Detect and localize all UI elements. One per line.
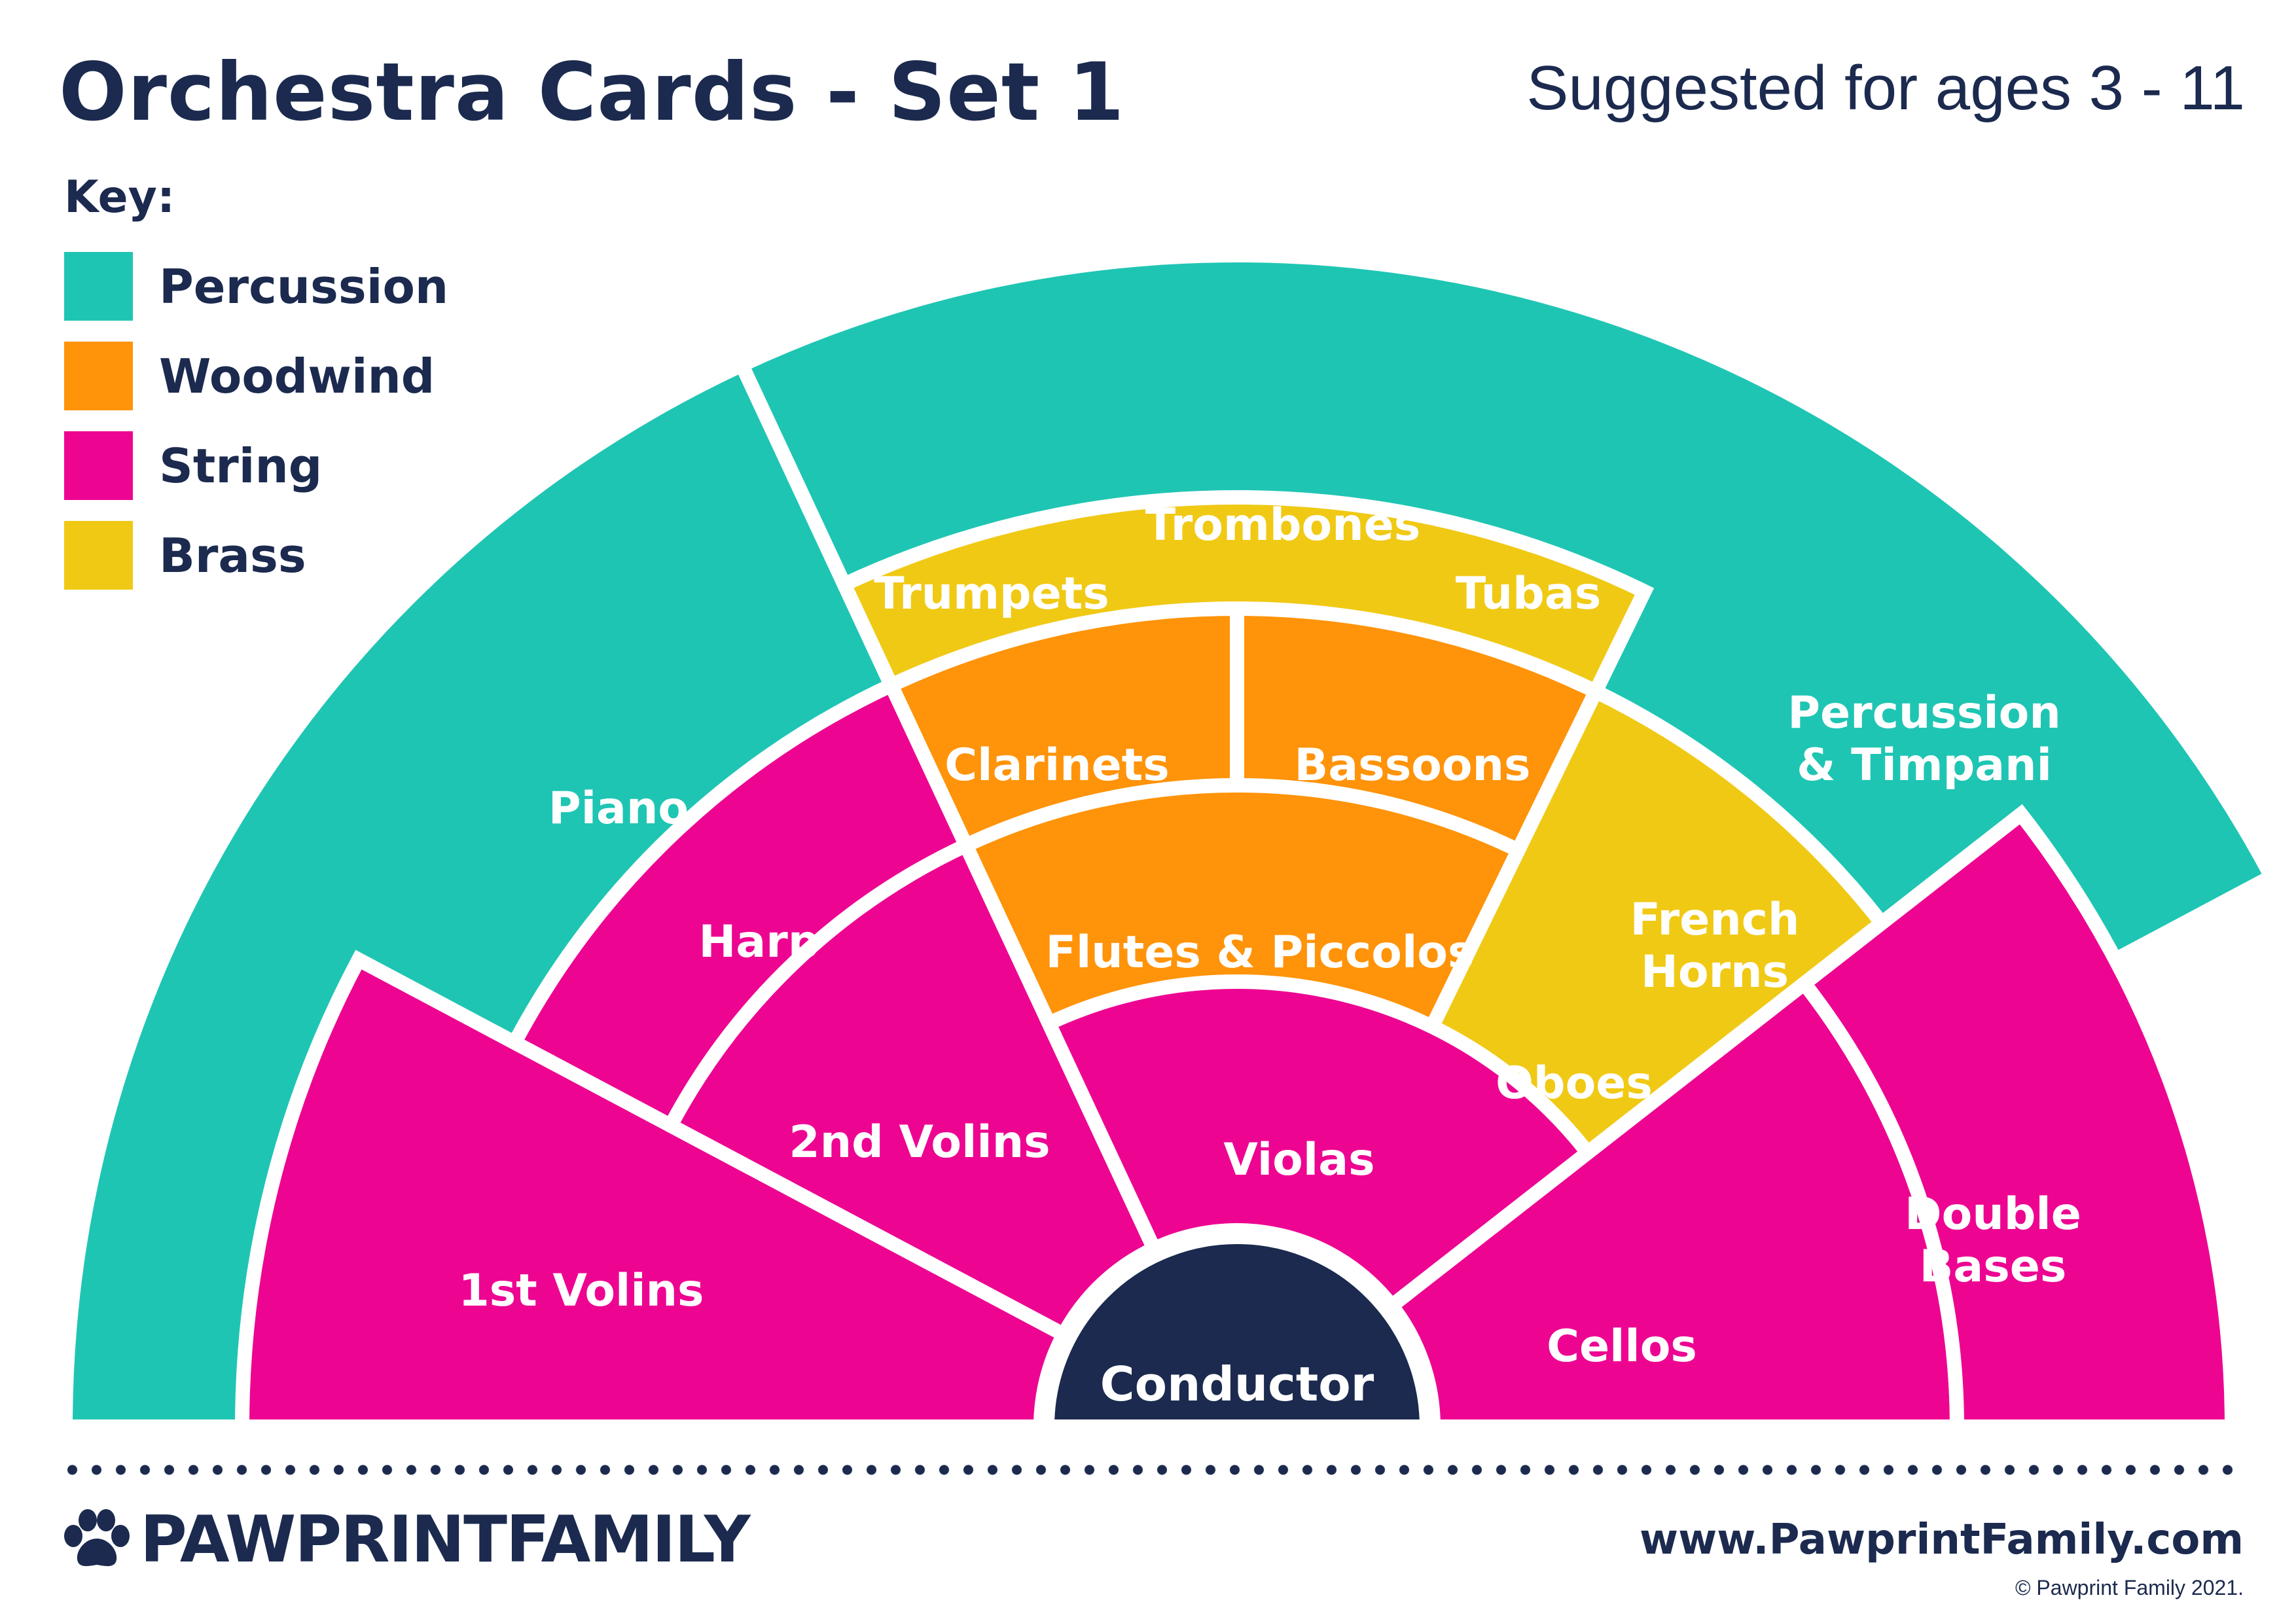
legend-item-string: String	[64, 431, 448, 500]
label-clarinets: Clarinets	[944, 740, 1169, 791]
label-oboes: Oboes	[1496, 1058, 1653, 1109]
labels: Trombones Trumpets Tubas Percussion & Ti…	[458, 499, 2081, 1412]
segment-double-basses	[1794, 804, 2240, 1434]
legend-label: Brass	[159, 527, 306, 583]
legend-label: String	[159, 438, 323, 493]
dotted-divider	[60, 1463, 2240, 1476]
legend-item-percussion: Percussion	[64, 252, 448, 321]
page-title: Orchestra Cards - Set 1	[59, 46, 1125, 139]
label-cellos: Cellos	[1547, 1321, 1697, 1372]
segments	[58, 248, 2282, 1434]
label-percussion-timpani-line1: Percussion	[1787, 687, 2061, 739]
legend-swatch-percussion	[64, 252, 133, 321]
label-trumpets: Trumpets	[874, 568, 1109, 620]
label-harp: Harp	[698, 916, 819, 968]
label-french-horns-line1: French	[1630, 894, 1800, 946]
label-piano: Piano	[548, 783, 689, 834]
label-trombones: Trombones	[1145, 499, 1420, 551]
legend-swatch-brass	[64, 521, 133, 590]
copyright-notice: © Pawprint Family 2021.	[2015, 1576, 2244, 1599]
legend-item-brass: Brass	[64, 521, 448, 590]
label-flutes-piccolos: Flutes & Piccolos	[1046, 927, 1475, 978]
label-violas: Violas	[1223, 1134, 1374, 1186]
label-french-horns-line2: Horns	[1641, 946, 1789, 998]
label-conductor: Conductor	[1100, 1357, 1374, 1412]
label-percussion-timpani-line2: & Timpani	[1797, 740, 2052, 791]
key-title: Key:	[64, 171, 175, 223]
website-url[interactable]: www.PawprintFamily.com	[1639, 1516, 2244, 1564]
brand-logo: PAWPRINTFAMILY	[60, 1503, 751, 1577]
legend-swatch-string	[64, 431, 133, 500]
legend-swatch-woodwind	[64, 342, 133, 410]
label-bassoons: Bassoons	[1295, 740, 1531, 791]
legend: Percussion Woodwind String Brass	[64, 252, 448, 611]
paw-print-icon	[64, 1509, 130, 1567]
brand-name: PAWPRINTFAMILY	[140, 1503, 751, 1577]
label-first-violins: 1st Volins	[458, 1265, 704, 1317]
legend-label: Percussion	[159, 259, 449, 314]
segment-conductor	[1039, 1230, 1435, 1434]
label-double-basses-line2: Bases	[1920, 1241, 2067, 1293]
legend-item-woodwind: Woodwind	[64, 342, 448, 410]
label-tubas: Tubas	[1456, 568, 1601, 620]
label-double-basses-line1: Double	[1905, 1188, 2081, 1240]
label-second-violins: 2nd Volins	[789, 1116, 1050, 1168]
age-suggestion: Suggested for ages 3 - 11	[1526, 53, 2245, 123]
legend-label: Woodwind	[159, 348, 435, 404]
